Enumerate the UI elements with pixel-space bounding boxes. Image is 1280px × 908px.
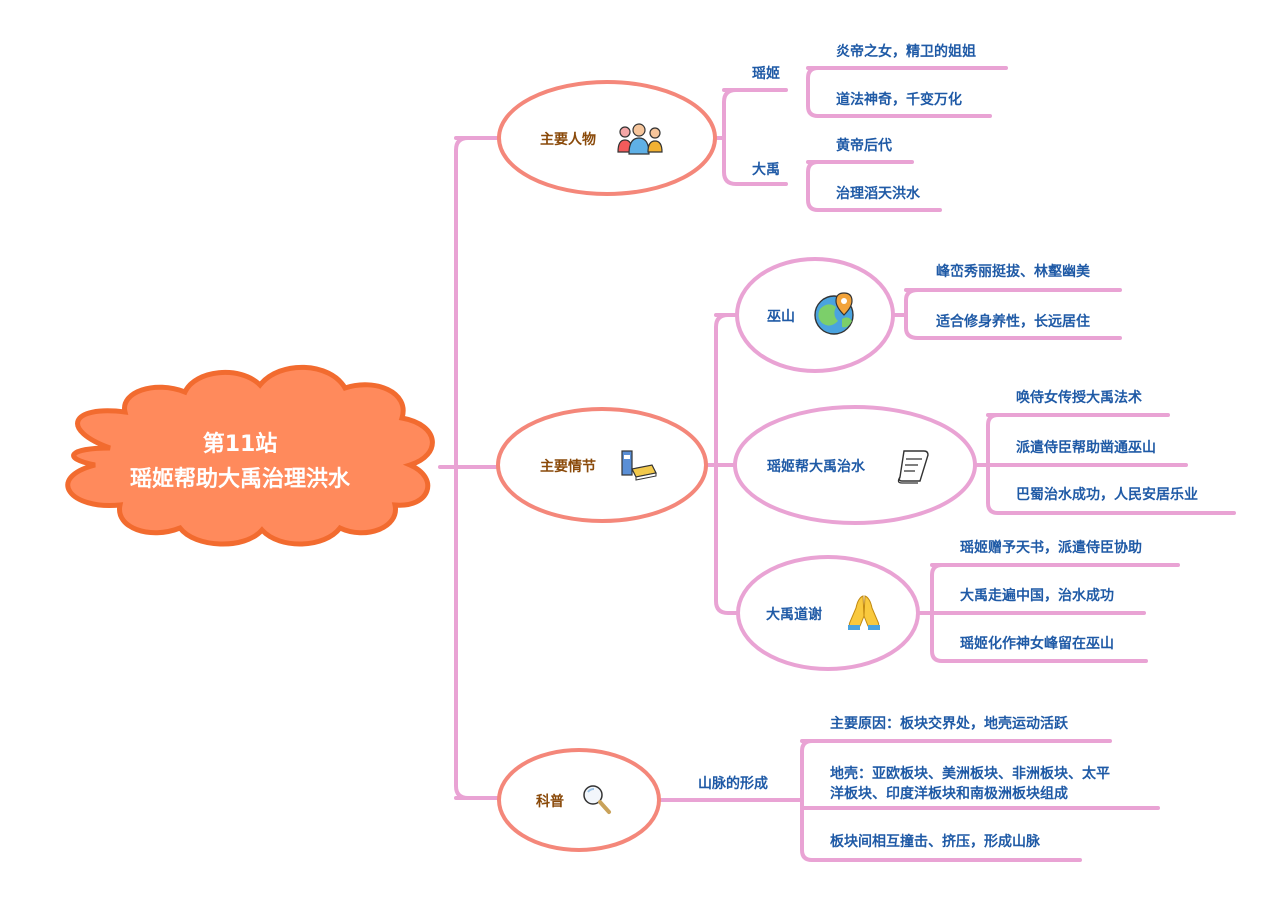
magnifier-icon [583, 785, 611, 814]
books-icon [621, 450, 657, 481]
sub-node-dayu-thanks[interactable]: 大禹道谢 [736, 555, 920, 671]
main-node-shape [496, 407, 708, 523]
main-node-shape [497, 80, 717, 196]
leaf-node[interactable]: 瑶姬化作神女峰留在巫山 [960, 635, 1114, 652]
sub-node-shape [736, 555, 920, 671]
root-title-line2: 瑶姬帮助大禹治理洪水 [130, 466, 351, 492]
leaf-node[interactable]: 大禹走遍中国，治水成功 [960, 587, 1114, 604]
sub-node-yaoji[interactable]: 瑶姬 [752, 65, 780, 82]
sub-node-label: 瑶姬帮大禹治水 [767, 458, 866, 475]
sub-node-label: 巫山 [767, 309, 795, 325]
main-node-science[interactable]: 科普 [497, 748, 661, 852]
scroll-icon [897, 450, 929, 484]
people-icon [617, 123, 663, 155]
connector-lines [438, 66, 1236, 862]
main-node-label: 主要情节 [540, 458, 596, 475]
main-node-label: 主要人物 [540, 131, 596, 148]
leaf-node[interactable]: 适合修身养性，长远居住 [936, 313, 1090, 330]
sub-node-dayu[interactable]: 大禹 [752, 161, 780, 178]
leaf-node[interactable]: 治理滔天洪水 [836, 185, 921, 202]
root-title-line1: 第11站 [203, 431, 278, 457]
sub-node-mountain-formation[interactable]: 山脉的形成 [698, 775, 768, 792]
leaf-node[interactable]: 峰峦秀丽挺拔、林壑幽美 [936, 263, 1091, 280]
leaf-node[interactable]: 主要原因：板块交界处，地壳运动活跃 [830, 715, 1069, 732]
leaf-node[interactable]: 黄帝后代 [836, 137, 892, 154]
leaf-node[interactable]: 板块间相互撞击、挤压，形成山脉 [830, 833, 1041, 850]
sub-node-shape [733, 405, 977, 525]
sub-node-help-flood[interactable]: 瑶姬帮大禹治水 [733, 405, 977, 525]
root-cloud-shape [65, 364, 435, 547]
leaf-node[interactable]: 唤侍女传授大禹法术 [1016, 389, 1142, 406]
leaf-node[interactable]: 派遣侍臣帮助凿通巫山 [1016, 439, 1156, 456]
leaf-node[interactable]: 洋板块、印度洋板块和南极洲板块组成 [830, 785, 1068, 802]
leaf-node[interactable]: 炎帝之女，精卫的姐姐 [836, 43, 976, 60]
leaf-node[interactable]: 巴蜀治水成功，人民安居乐业 [1016, 486, 1198, 503]
leaf-node[interactable]: 瑶姬赠予天书，派遣侍臣协助 [960, 539, 1142, 556]
root-node[interactable]: 第11站 瑶姬帮助大禹治理洪水 [65, 364, 435, 547]
praying-hands-icon [848, 595, 880, 630]
main-node-label: 科普 [536, 793, 564, 810]
main-node-shape [497, 748, 661, 852]
sub-node-label: 大禹道谢 [766, 606, 822, 623]
globe-location-icon [814, 292, 854, 335]
main-node-characters[interactable]: 主要人物 [497, 80, 717, 196]
main-node-plot[interactable]: 主要情节 [496, 407, 708, 523]
leaf-node[interactable]: 道法神奇，千变万化 [836, 91, 962, 108]
sub-node-wushan[interactable]: 巫山 [735, 257, 895, 373]
leaf-node[interactable]: 地壳：亚欧板块、美洲板块、非洲板块、太平 [830, 765, 1110, 782]
